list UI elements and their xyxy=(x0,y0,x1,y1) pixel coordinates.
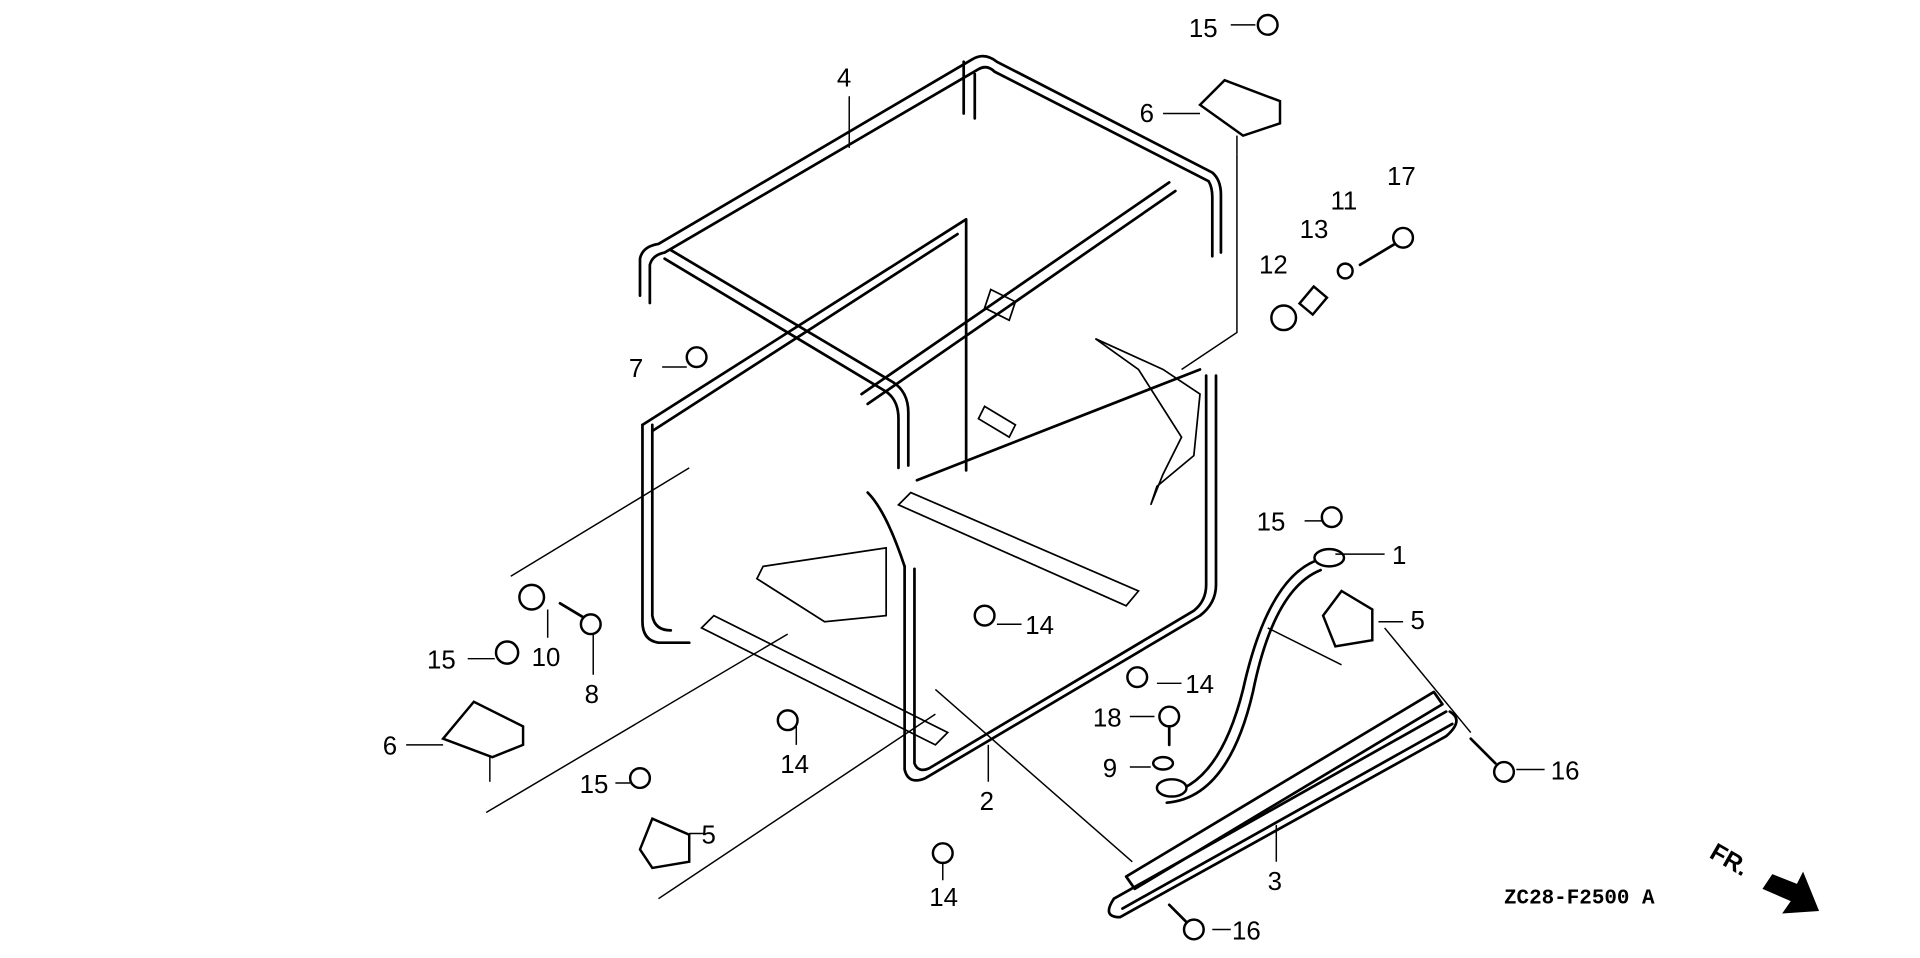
leader-lines xyxy=(406,24,1545,931)
nut-14 xyxy=(1126,666,1149,689)
front-arrow-icon xyxy=(1762,871,1820,914)
ground-cable xyxy=(1161,558,1322,805)
callout-15: 15 xyxy=(1257,509,1286,537)
nut-14 xyxy=(931,842,954,865)
plate-nut-10 xyxy=(518,583,546,611)
nut-15 xyxy=(1320,506,1343,529)
callout-16: 16 xyxy=(1232,917,1261,945)
callout-15: 15 xyxy=(580,771,609,799)
collar-13 xyxy=(1297,284,1329,317)
callout-14: 14 xyxy=(1025,612,1054,640)
callout-5: 5 xyxy=(702,821,716,849)
bolt-8 xyxy=(558,601,602,636)
mount-rubber-6-left xyxy=(441,700,525,782)
bolt-17 xyxy=(1358,226,1415,267)
nut-15 xyxy=(1256,13,1279,36)
callout-15: 15 xyxy=(1189,15,1218,43)
top-handle-frame xyxy=(638,54,1223,470)
callout-1: 1 xyxy=(1392,542,1406,570)
callout-14: 14 xyxy=(1185,671,1214,699)
callout-10: 10 xyxy=(532,644,561,672)
washer-11 xyxy=(1336,262,1354,280)
cable-terminal xyxy=(1155,778,1188,798)
mount-rubber-6-top xyxy=(1198,78,1282,155)
callout-17: 17 xyxy=(1387,163,1416,191)
callout-2: 2 xyxy=(980,788,994,816)
svg-text:FR.: FR. xyxy=(1705,839,1753,882)
nut-15 xyxy=(628,767,652,790)
callout-14: 14 xyxy=(929,884,958,912)
cable-terminal xyxy=(1313,547,1346,568)
bolt-16 xyxy=(1469,737,1516,784)
nut-15 xyxy=(494,640,520,665)
callout-5: 5 xyxy=(1410,607,1424,635)
mount-rubber-5-right xyxy=(1321,589,1374,648)
mount-rubber-5-left xyxy=(638,817,691,870)
callout-3: 3 xyxy=(1268,868,1282,896)
grommet-12 xyxy=(1270,304,1298,332)
washer-9 xyxy=(1152,755,1175,771)
main-frame xyxy=(641,217,1218,782)
bolt-18 xyxy=(1158,705,1181,747)
side-bar xyxy=(1107,690,1458,919)
callout-11: 11 xyxy=(1330,187,1357,215)
callout-9: 9 xyxy=(1103,755,1117,783)
nut-14 xyxy=(973,604,996,627)
callout-8: 8 xyxy=(585,681,599,709)
callout-4: 4 xyxy=(837,64,851,92)
nut-14 xyxy=(776,709,799,732)
plug-7 xyxy=(685,346,708,369)
bolt-16 xyxy=(1167,903,1205,941)
front-direction-indicator: FR. xyxy=(1705,839,1820,914)
callout-18: 18 xyxy=(1093,704,1122,732)
callout-7: 7 xyxy=(629,355,643,383)
callout-14: 14 xyxy=(780,751,809,779)
callout-12: 12 xyxy=(1259,251,1288,279)
diagram-code: ZC28-F2500 A xyxy=(1504,888,1655,911)
callout-16: 16 xyxy=(1551,757,1580,785)
callout-6: 6 xyxy=(383,733,397,761)
callout-13: 13 xyxy=(1300,216,1329,244)
callout-15: 15 xyxy=(427,647,456,675)
callout-6: 6 xyxy=(1140,100,1154,128)
